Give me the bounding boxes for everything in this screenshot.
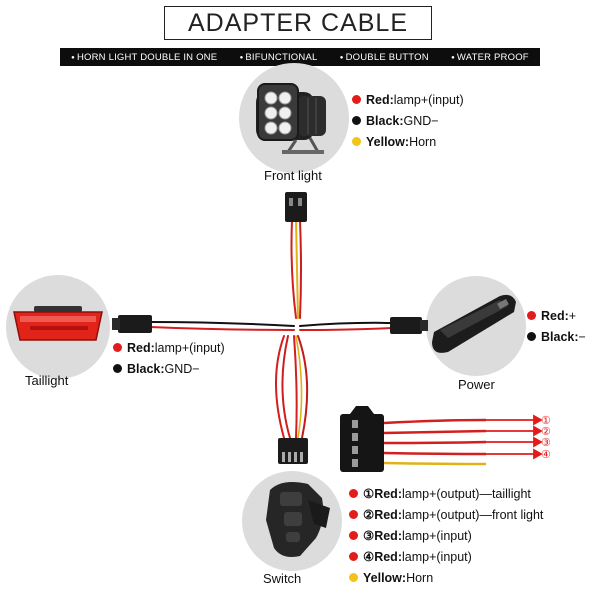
legend-row: Black:− — [527, 327, 586, 348]
black-dot-icon — [113, 364, 122, 373]
red-dot-icon — [349, 510, 358, 519]
power-battery-icon — [432, 294, 516, 353]
legend-desc: GND− — [403, 114, 439, 128]
legend-label: Red: — [127, 341, 155, 355]
legend-label: Black: — [127, 362, 165, 376]
legend-label: Black: — [541, 330, 579, 344]
red-dot-icon — [349, 531, 358, 540]
front-light-caption: Front light — [264, 168, 322, 183]
legend-desc: Horn — [409, 135, 437, 149]
pin-markers: ① ② ③ ④ — [541, 415, 551, 461]
legend-row: Yellow:Horn — [349, 568, 543, 589]
legend-row: Red:lamp+(input) — [113, 338, 225, 359]
legend-row: Red:lamp+(input) — [352, 90, 464, 111]
legend-row: ④Red:lamp+(input) — [349, 547, 543, 568]
legend-label: Yellow: — [363, 571, 407, 585]
taillight-legend: Red:lamp+(input) Black:GND− — [113, 338, 225, 380]
legend-desc: lamp+(output)—front light — [401, 508, 544, 522]
legend-row: ③Red:lamp+(input) — [349, 526, 543, 547]
legend-row: ①Red:lamp+(output)—taillight — [349, 484, 543, 505]
legend-label: ②Red: — [363, 508, 402, 522]
feature-bar: HORN LIGHT DOUBLE IN ONE BIFUNCTIONAL DO… — [60, 48, 540, 66]
switch-connector — [278, 438, 308, 464]
legend-desc: + — [568, 309, 577, 323]
pin-arrows — [486, 414, 543, 460]
legend-desc: lamp+(input) — [401, 550, 472, 564]
red-dot-icon — [113, 343, 122, 352]
legend-row: Yellow:Horn — [352, 132, 464, 153]
legend-desc: − — [578, 330, 586, 344]
legend-desc: lamp+(input) — [393, 93, 464, 107]
front-light-legend: Red:lamp+(input) Black:GND− Yellow:Horn — [352, 90, 464, 153]
legend-label: ①Red: — [363, 487, 402, 501]
switch-caption: Switch — [263, 571, 302, 586]
switch-connector-detail — [340, 406, 384, 472]
power-legend: Red:+ Black:− — [527, 306, 586, 348]
black-dot-icon — [352, 116, 361, 125]
feature-item: DOUBLE BUTTON — [340, 52, 429, 63]
switch-control-icon — [266, 482, 330, 557]
legend-row: Black:GND− — [352, 111, 464, 132]
legend-label: Red: — [366, 93, 394, 107]
taillight-red-lamp-icon — [13, 306, 103, 341]
red-dot-icon — [349, 552, 358, 561]
taillight-caption: Taillight — [25, 373, 69, 388]
switch-detail-wires — [383, 418, 487, 466]
diagram-title: ADAPTER CABLE — [164, 6, 432, 40]
front-light-lamp-icon — [256, 83, 326, 154]
red-dot-icon — [527, 311, 536, 320]
legend-desc: GND− — [164, 362, 200, 376]
pin-marker-1: ① — [541, 415, 551, 427]
pin-marker-3: ③ — [541, 437, 551, 449]
black-dot-icon — [527, 332, 536, 341]
power-caption: Power — [458, 377, 495, 392]
legend-label: ③Red: — [363, 529, 402, 543]
legend-row: Black:GND− — [113, 359, 225, 380]
legend-label: ④Red: — [363, 550, 402, 564]
yellow-dot-icon — [352, 137, 361, 146]
wire-harness — [149, 219, 393, 439]
taillight-connector — [112, 315, 152, 333]
legend-label: Yellow: — [366, 135, 410, 149]
legend-label: Black: — [366, 114, 404, 128]
pin-marker-4: ④ — [541, 449, 551, 461]
yellow-dot-icon — [349, 573, 358, 582]
legend-desc: lamp+(output)—taillight — [401, 487, 531, 501]
switch-legend: ①Red:lamp+(output)—taillight ②Red:lamp+(… — [349, 484, 543, 589]
feature-item: BIFUNCTIONAL — [240, 52, 318, 63]
front-connector — [285, 192, 307, 222]
legend-desc: Horn — [406, 571, 434, 585]
red-dot-icon — [352, 95, 361, 104]
feature-item: WATER PROOF — [451, 52, 529, 63]
legend-desc: lamp+(input) — [401, 529, 472, 543]
legend-label: Red: — [541, 309, 569, 323]
legend-desc: lamp+(input) — [154, 341, 225, 355]
red-dot-icon — [349, 489, 358, 498]
pin-marker-2: ② — [541, 426, 551, 438]
legend-row: Red:+ — [527, 306, 586, 327]
power-connector — [390, 317, 428, 334]
legend-row: ②Red:lamp+(output)—front light — [349, 505, 543, 526]
feature-item: HORN LIGHT DOUBLE IN ONE — [71, 52, 217, 63]
